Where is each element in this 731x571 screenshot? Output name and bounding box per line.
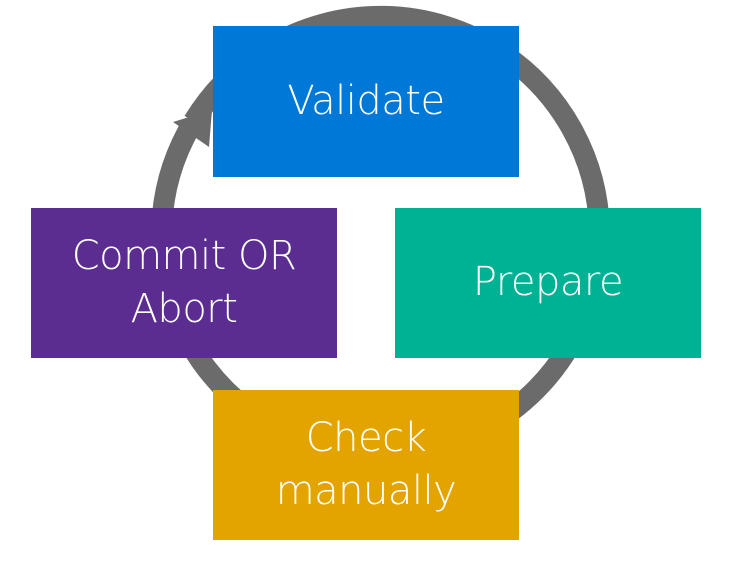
step-commit-or-abort-label: Commit OR Abort: [71, 232, 297, 332]
cycle-arrowhead: [173, 110, 212, 147]
step-prepare-label: Prepare: [472, 259, 624, 306]
step-validate-label: Validate: [287, 77, 445, 124]
step-validate-box: Validate: [213, 26, 519, 177]
step-prepare-box: Prepare: [395, 208, 701, 358]
step-check-manually-label: Check manually: [275, 414, 457, 514]
step-check-manually-box: Check manually: [213, 390, 519, 540]
step-commit-or-abort-box: Commit OR Abort: [31, 208, 337, 358]
